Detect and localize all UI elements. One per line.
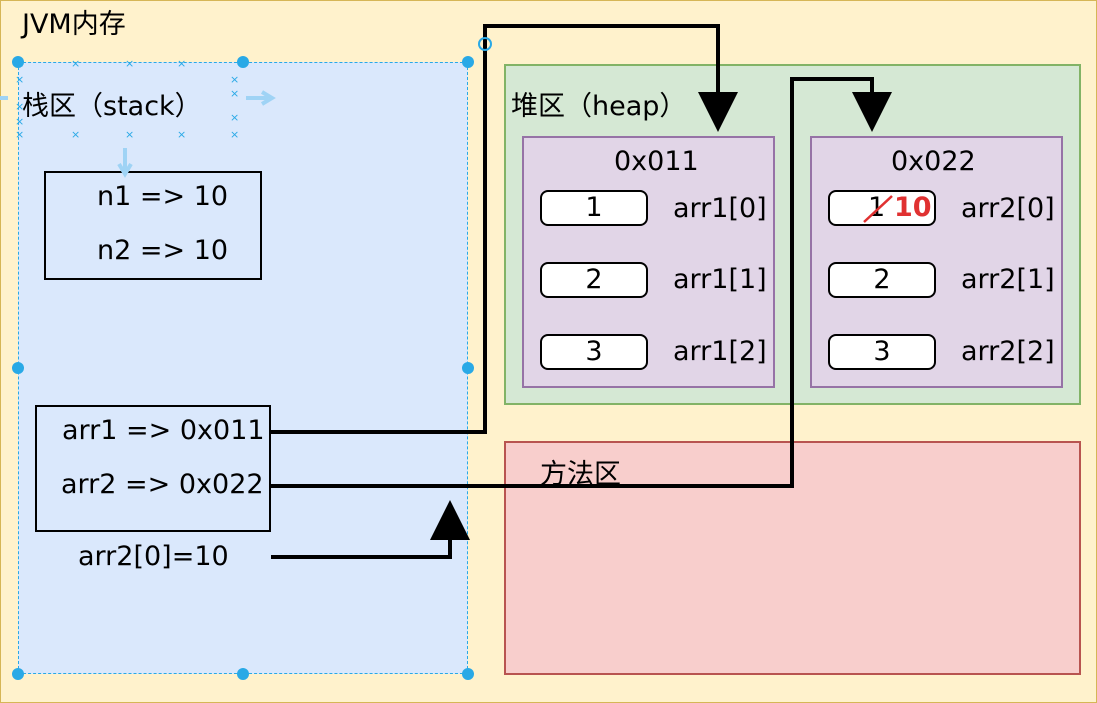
resize-handle-br[interactable] bbox=[462, 668, 474, 680]
array-address: 0x011 bbox=[614, 146, 699, 177]
array-cell-modified[interactable]: 1 10 bbox=[828, 190, 936, 226]
connection-point-icon: × bbox=[125, 57, 135, 70]
ref-arr2: arr2 => 0x022 bbox=[61, 469, 264, 500]
connection-point-icon: × bbox=[15, 115, 25, 128]
resize-handle-bl[interactable] bbox=[12, 668, 24, 680]
connection-point-icon: × bbox=[230, 87, 240, 100]
var-n2: n2 => 10 bbox=[97, 235, 229, 266]
cell-label: arr2[0] bbox=[961, 193, 1055, 224]
resize-handle-b[interactable] bbox=[237, 668, 249, 680]
stack-label: 栈区（stack） bbox=[22, 91, 202, 122]
resize-handle-l[interactable] bbox=[12, 362, 24, 374]
arrow-arr2-to-0x022[interactable] bbox=[271, 77, 892, 488]
connect-arrow-down-icon[interactable] bbox=[117, 148, 133, 178]
connection-point-icon: × bbox=[71, 57, 81, 70]
primitive-vars-box[interactable] bbox=[44, 171, 262, 280]
cell-label: arr1[2] bbox=[673, 336, 767, 367]
ref-arr1: arr1 => 0x011 bbox=[62, 415, 265, 446]
arrow-assignment-to-arr2[interactable] bbox=[271, 500, 470, 559]
new-value: 10 bbox=[894, 192, 932, 223]
reference-vars-box[interactable] bbox=[35, 405, 271, 532]
connection-point-icon: × bbox=[15, 100, 25, 113]
cell-label: arr1[1] bbox=[673, 264, 767, 295]
array-cell[interactable]: 2 bbox=[828, 262, 936, 298]
connection-point-icon: × bbox=[15, 57, 25, 70]
array-cell[interactable]: 1 bbox=[540, 190, 648, 226]
array-cell[interactable]: 3 bbox=[828, 334, 936, 370]
connection-point-icon: × bbox=[15, 73, 25, 86]
var-n1: n1 => 10 bbox=[97, 181, 229, 212]
resize-handle-t[interactable] bbox=[237, 56, 249, 68]
connection-point-icon: × bbox=[177, 57, 187, 70]
connection-point-icon: × bbox=[125, 128, 135, 141]
resize-handle-tr[interactable] bbox=[462, 56, 474, 68]
connection-point-icon: × bbox=[15, 128, 25, 141]
cell-label: arr1[0] bbox=[673, 193, 767, 224]
arrow-arr1-to-0x011[interactable] bbox=[271, 24, 738, 434]
array-cell[interactable]: 3 bbox=[540, 334, 648, 370]
waypoint-handle[interactable] bbox=[478, 37, 492, 51]
array-cell[interactable]: 2 bbox=[540, 262, 648, 298]
strike-line bbox=[863, 195, 893, 223]
connection-point-icon: × bbox=[71, 128, 81, 141]
array-address: 0x022 bbox=[891, 146, 976, 177]
resize-handle-r[interactable] bbox=[462, 362, 474, 374]
resize-handle-tl[interactable] bbox=[12, 56, 24, 68]
cell-label: arr2[1] bbox=[961, 264, 1055, 295]
connection-point-icon: × bbox=[177, 128, 187, 141]
connection-point-icon: × bbox=[230, 73, 240, 86]
assignment-statement: arr2[0]=10 bbox=[78, 541, 229, 572]
connection-point-icon: × bbox=[230, 128, 240, 141]
connection-point-icon: × bbox=[230, 111, 240, 124]
cell-label: arr2[2] bbox=[961, 336, 1055, 367]
heap-label: 堆区（heap） bbox=[511, 91, 687, 122]
connect-arrow-right-icon[interactable] bbox=[246, 90, 276, 106]
diagram-title: JVM内存 bbox=[22, 9, 126, 40]
